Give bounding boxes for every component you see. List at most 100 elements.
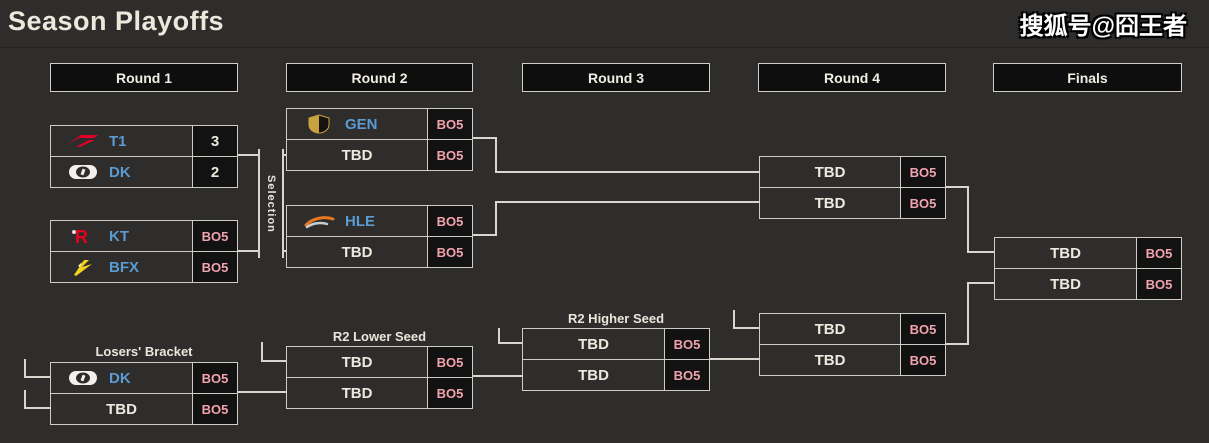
round-4-header: Round 4 <box>758 63 946 92</box>
round-2-header: Round 2 <box>286 63 473 92</box>
team-name: DK <box>109 163 131 181</box>
connector-r4bot-to-finals <box>967 282 994 284</box>
team-name: TBD <box>814 194 846 212</box>
team-name: DK <box>109 369 131 387</box>
match-format: BO5 <box>427 140 472 170</box>
connector-losers-to-r2lower <box>238 391 286 393</box>
connector-losers-stub1-v <box>24 359 26 378</box>
team-row-tbd[interactable]: TBD BO5 <box>287 237 472 267</box>
match-round2-upper: GEN BO5 TBD BO5 <box>286 108 473 171</box>
team-row-tbd[interactable]: TBD BO5 <box>523 360 709 390</box>
team-cell: TBD <box>51 394 192 424</box>
team-name: TBD <box>814 163 846 181</box>
dk-logo-icon <box>67 368 99 388</box>
watermark-text: 搜狐号@囧王者 <box>1019 13 1187 40</box>
dk-logo-icon <box>67 162 99 182</box>
match-r2-lower-seed: TBD BO5 TBD BO5 <box>286 346 473 409</box>
connector-r2lower-to-r2higher <box>473 375 522 377</box>
connector-hle-to-r4 <box>495 201 759 203</box>
match-round4-lower: TBD BO5 TBD BO5 <box>759 313 946 376</box>
connector-r4bot-stub-v <box>733 310 735 328</box>
team-row-gen[interactable]: GEN BO5 <box>287 109 472 140</box>
match-finals: TBD BO5 TBD BO5 <box>994 237 1182 300</box>
team-name: TBD <box>341 243 373 261</box>
team-name: GEN <box>345 115 378 133</box>
team-cell: TBD <box>287 347 427 377</box>
connector-r4bot-stub-h <box>733 327 759 329</box>
team-row-kt[interactable]: R KT BO5 <box>51 221 237 252</box>
connector-r2lower-stub-h <box>261 360 286 362</box>
connector-r4top-out-h <box>945 186 969 188</box>
team-cell: TBD <box>760 188 900 218</box>
team-cell: BFX <box>51 252 192 282</box>
match-format: BO5 <box>900 345 945 375</box>
team-row-tbd[interactable]: TBD BO5 <box>287 140 472 170</box>
team-row-tbd[interactable]: TBD BO5 <box>287 347 472 378</box>
team-row-bfx[interactable]: BFX BO5 <box>51 252 237 282</box>
hle-logo-icon <box>303 211 335 231</box>
finals-header: Finals <box>993 63 1182 92</box>
match-format: BO5 <box>427 347 472 377</box>
team-row-tbd[interactable]: TBD BO5 <box>995 238 1181 269</box>
connector-hle-out-v <box>495 201 497 236</box>
r2-higher-seed-label: R2 Higher Seed <box>567 311 665 326</box>
round-3-header: Round 3 <box>522 63 710 92</box>
connector-r2higher-stub-h <box>498 342 522 344</box>
team-row-t1[interactable]: T1 3 <box>51 126 237 157</box>
team-row-tbd[interactable]: TBD BO5 <box>760 345 945 375</box>
team-name: T1 <box>109 132 127 150</box>
team-cell: TBD <box>523 329 664 359</box>
team-name: TBD <box>814 351 846 369</box>
team-cell: TBD <box>287 140 427 170</box>
bfx-logo-icon <box>67 257 99 277</box>
team-cell: R KT <box>51 221 192 251</box>
team-row-dk[interactable]: DK BO5 <box>51 363 237 394</box>
svg-text:R: R <box>75 227 88 246</box>
team-cell: DK <box>51 157 192 187</box>
team-row-tbd[interactable]: TBD BO5 <box>51 394 237 424</box>
team-cell: HLE <box>287 206 427 236</box>
connector-r2lower-stub-v <box>261 342 263 362</box>
team-cell: T1 <box>51 126 192 156</box>
match-format: BO5 <box>664 329 709 359</box>
connector-gen-to-r4 <box>495 171 759 173</box>
connector-gen-out-v <box>495 137 497 173</box>
match-format: BO5 <box>427 109 472 139</box>
r2-lower-seed-label: R2 Lower Seed <box>332 329 427 344</box>
connector-gen-out-h <box>473 137 497 139</box>
team-row-tbd[interactable]: TBD BO5 <box>760 314 945 345</box>
match-format: BO5 <box>192 252 237 282</box>
team-cell: TBD <box>995 238 1136 268</box>
team-name: BFX <box>109 258 139 276</box>
match-format: BO5 <box>664 360 709 390</box>
team-row-tbd[interactable]: TBD BO5 <box>287 378 472 408</box>
page-title: Season Playoffs <box>8 6 225 36</box>
team-name: TBD <box>341 146 373 164</box>
team-name: HLE <box>345 212 375 230</box>
team-row-tbd[interactable]: TBD BO5 <box>995 269 1181 299</box>
team-row-hle[interactable]: HLE BO5 <box>287 206 472 237</box>
connector-r4bot-out-v <box>967 282 969 345</box>
match-format: BO5 <box>427 378 472 408</box>
match-format: BO5 <box>427 237 472 267</box>
team-row-tbd[interactable]: TBD BO5 <box>760 157 945 188</box>
team-name: TBD <box>1050 275 1081 293</box>
team-row-tbd[interactable]: TBD BO5 <box>760 188 945 218</box>
match-format: BO5 <box>192 394 237 424</box>
header-divider <box>0 47 1209 48</box>
team-name: TBD <box>341 353 373 371</box>
match-format: BO5 <box>900 188 945 218</box>
connector-r4top-out-v <box>967 186 969 253</box>
connector-losers-stub2-h <box>24 407 50 409</box>
match-round4-upper: TBD BO5 TBD BO5 <box>759 156 946 219</box>
team-cell: TBD <box>760 157 900 187</box>
match-r2-higher-seed: TBD BO5 TBD BO5 <box>522 328 710 391</box>
team-name: TBD <box>1050 244 1081 262</box>
match-format: BO5 <box>1136 238 1181 268</box>
team-row-dk[interactable]: DK 2 <box>51 157 237 187</box>
score-value: 2 <box>192 157 237 187</box>
round-1-header: Round 1 <box>50 63 238 92</box>
team-name: TBD <box>814 320 846 338</box>
team-row-tbd[interactable]: TBD BO5 <box>523 329 709 360</box>
